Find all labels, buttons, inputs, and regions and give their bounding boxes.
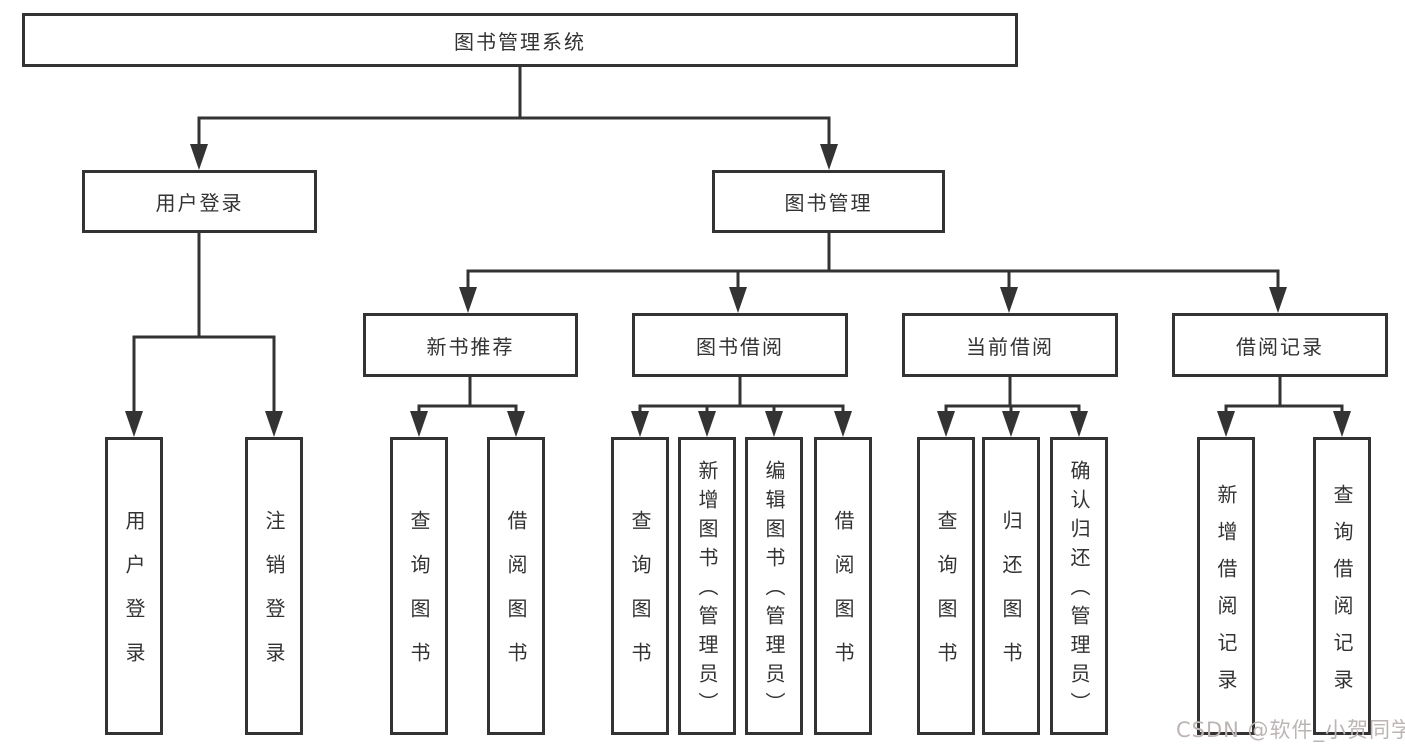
leaf-query-book-current: 查询图书 bbox=[917, 437, 975, 735]
leaf-label: 新增图书（管理员） bbox=[695, 460, 719, 721]
node-book-management: 图书管理 bbox=[712, 170, 945, 233]
arrowheads bbox=[125, 144, 1351, 437]
node-book-borrow: 图书借阅 bbox=[632, 313, 848, 377]
node-label: 当前借阅 bbox=[966, 334, 1054, 359]
leaf-borrow-book: 借阅图书 bbox=[814, 437, 872, 735]
leaf-confirm-return-admin: 确认归还（管理员） bbox=[1050, 437, 1108, 735]
leaf-label: 查询借阅记录 bbox=[1330, 483, 1354, 706]
leaf-label: 注销登录 bbox=[262, 510, 286, 686]
leaf-add-borrow-record: 新增借阅记录 bbox=[1197, 437, 1255, 735]
leaf-label: 查询图书 bbox=[934, 510, 958, 686]
node-current-borrow: 当前借阅 bbox=[902, 313, 1118, 377]
csdn-watermark: CSDN @软件_小贺同学 bbox=[1176, 718, 1405, 742]
node-label: 用户登录 bbox=[155, 191, 244, 215]
leaf-logout: 注销登录 bbox=[245, 437, 303, 735]
leaf-edit-book-admin: 编辑图书（管理员） bbox=[745, 437, 803, 735]
leaf-label: 归还图书 bbox=[999, 510, 1023, 686]
leaf-label: 编辑图书（管理员） bbox=[762, 460, 786, 721]
node-library-management-system: 图书管理系统 bbox=[22, 13, 1018, 67]
leaf-label: 新增借阅记录 bbox=[1214, 483, 1238, 706]
leaf-user-login: 用户登录 bbox=[105, 437, 163, 735]
node-label: 图书管理 bbox=[784, 191, 873, 215]
leaf-add-book-admin: 新增图书（管理员） bbox=[678, 437, 736, 735]
node-label: 图书管理系统 bbox=[454, 29, 586, 54]
leaf-query-book-borrow: 查询图书 bbox=[611, 437, 669, 735]
leaf-query-book-recommend: 查询图书 bbox=[390, 437, 448, 735]
node-label: 借阅记录 bbox=[1236, 334, 1324, 359]
leaf-label: 借阅图书 bbox=[831, 510, 855, 686]
leaf-label: 用户登录 bbox=[122, 510, 146, 686]
leaf-label: 查询图书 bbox=[407, 510, 431, 686]
leaf-return-book: 归还图书 bbox=[982, 437, 1040, 735]
leaf-label: 确认归还（管理员） bbox=[1067, 460, 1091, 721]
leaf-query-borrow-record: 查询借阅记录 bbox=[1313, 437, 1371, 735]
node-label: 新书推荐 bbox=[426, 334, 515, 359]
node-borrow-records: 借阅记录 bbox=[1172, 313, 1388, 377]
leaf-label: 借阅图书 bbox=[504, 510, 528, 686]
node-new-book-recommend: 新书推荐 bbox=[363, 313, 578, 377]
node-user-login: 用户登录 bbox=[82, 170, 317, 233]
node-label: 图书借阅 bbox=[696, 334, 784, 359]
leaf-label: 查询图书 bbox=[628, 510, 652, 686]
leaf-borrow-book-recommend: 借阅图书 bbox=[487, 437, 545, 735]
